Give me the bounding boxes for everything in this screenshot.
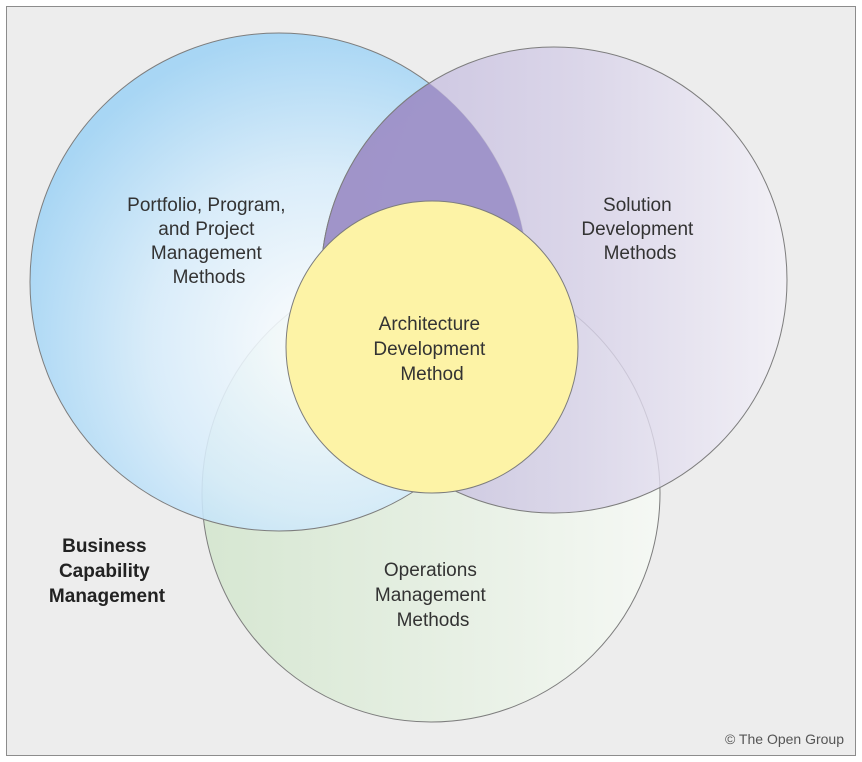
portfolio-label-line: and Project xyxy=(158,219,255,240)
solution-label-line: Methods xyxy=(604,243,677,264)
operations-label: Operations Management Methods xyxy=(375,560,491,631)
operations-label-line: Operations xyxy=(384,560,477,581)
portfolio-label-line: Methods xyxy=(173,267,246,288)
portfolio-label-line: Management xyxy=(151,243,263,264)
portfolio-label-line: Portfolio, Program, xyxy=(127,195,285,216)
business-capability-label: Business Capability Management xyxy=(49,536,166,607)
copyright-notice: © The Open Group xyxy=(725,731,844,747)
architecture-label: Architecture Development Method xyxy=(373,314,490,385)
solution-label-line: Solution xyxy=(603,195,672,216)
business-label-line: Business xyxy=(62,536,146,557)
portfolio-label: Portfolio, Program, and Project Manageme… xyxy=(127,195,291,288)
business-label-line: Management xyxy=(49,586,166,607)
operations-label-line: Management xyxy=(375,585,487,606)
architecture-label-line: Development xyxy=(373,339,486,360)
business-label-line: Capability xyxy=(59,561,150,582)
architecture-label-line: Method xyxy=(400,364,463,385)
solution-label: Solution Development Methods xyxy=(581,195,698,264)
operations-label-line: Methods xyxy=(397,610,470,631)
architecture-circle xyxy=(285,200,579,494)
architecture-label-line: Architecture xyxy=(379,314,480,335)
solution-label-line: Development xyxy=(581,219,694,240)
